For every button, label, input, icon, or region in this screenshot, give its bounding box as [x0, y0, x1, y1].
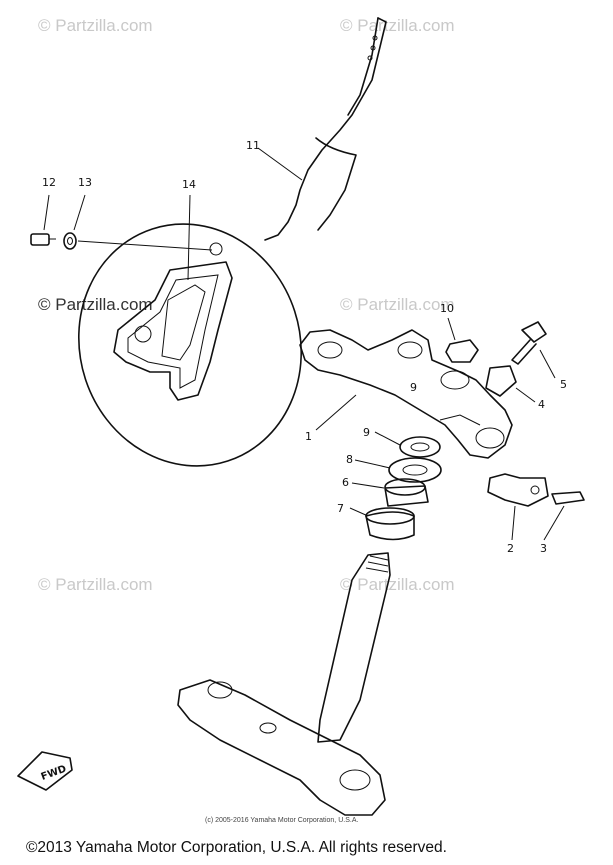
callout-9: 9	[363, 426, 370, 439]
watermark-top-right: © Partzilla.com	[340, 16, 455, 35]
watermark-low-left: © Partzilla.com	[38, 575, 153, 594]
callout-6: 6	[342, 476, 349, 489]
callout-11: 11	[246, 139, 260, 152]
number-plate	[77, 223, 303, 467]
upper-bracket	[299, 329, 513, 459]
handlebar-holder-4	[485, 365, 517, 397]
callout-8: 8	[346, 453, 353, 466]
callout-14: 14	[182, 178, 196, 191]
callout-2: 2	[507, 542, 514, 555]
callout-10: 10	[440, 302, 454, 315]
callout-4: 4	[538, 398, 545, 411]
number-plate-assembly	[77, 17, 387, 467]
callout-7: 7	[337, 502, 344, 515]
svg-text:9: 9	[410, 381, 417, 394]
watermark-mid-left: © Partzilla.com	[38, 295, 153, 314]
steering-stem	[177, 552, 391, 816]
bolt-3	[551, 491, 585, 505]
callout-5: 5	[560, 378, 567, 391]
leader-lines	[43, 147, 565, 541]
callout-3: 3	[540, 542, 547, 555]
watermark-mid-right: © Partzilla.com	[340, 295, 455, 314]
fwd-label: FWD	[40, 764, 68, 783]
steering-nut-10	[445, 317, 479, 363]
forward-direction-arrow: FWD	[17, 751, 73, 791]
number-plate-stay	[264, 17, 387, 241]
callout-12: 12	[42, 176, 56, 189]
callout-13: 13	[78, 176, 92, 189]
bolt-5	[511, 321, 547, 365]
plate-bolt-12	[30, 233, 56, 246]
handlebar-holder-2	[487, 473, 549, 507]
callout-numbers: 11 12 13 14 10 5 4 1 9 8 6 7 2 3	[42, 139, 567, 555]
bearing-stack	[365, 436, 442, 541]
footer-copyright: ©2013 Yamaha Motor Corporation, U.S.A. A…	[26, 839, 447, 856]
callout-1: 1	[305, 430, 312, 443]
watermark-top-left: © Partzilla.com	[38, 16, 153, 35]
number-one-decal	[113, 261, 233, 401]
washer-13	[63, 232, 77, 250]
inner-copyright: (c) 2005-2016 Yamaha Motor Corporation, …	[205, 817, 359, 824]
